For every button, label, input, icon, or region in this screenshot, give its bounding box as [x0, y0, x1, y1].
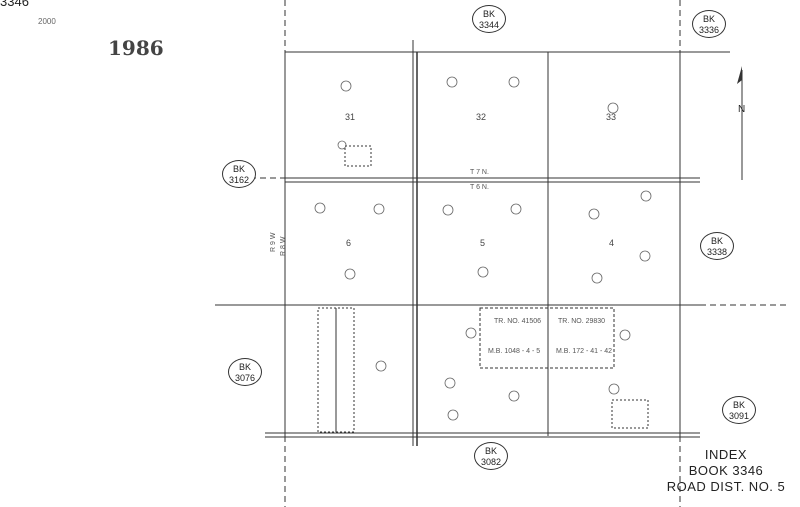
- map-year: 1986: [108, 36, 164, 60]
- date-stamp: 2000: [38, 17, 56, 26]
- index-block: INDEX BOOK 3346 ROAD DIST. NO. 5: [656, 447, 796, 495]
- small-parcel-box: [344, 145, 372, 167]
- north-label: N: [738, 104, 746, 115]
- township-south: T 6 N.: [470, 184, 489, 191]
- section-31: 31: [345, 112, 356, 122]
- section-33: 33: [606, 112, 617, 122]
- index-book: BOOK 3346: [688, 463, 764, 478]
- small-lot-box: [611, 399, 649, 429]
- section-6: 6: [346, 238, 352, 248]
- index-road-district: ROAD DIST. NO. 5: [666, 479, 786, 494]
- township-north: T 7 N.: [470, 169, 489, 176]
- range-east: R 8 W: [280, 236, 287, 256]
- section-32: 32: [476, 112, 487, 122]
- tract-29830: TR. NO. 29830: [558, 318, 606, 325]
- index-title: INDEX: [704, 447, 748, 462]
- map-book-1048: M.B. 1048 - 4 - 5: [488, 348, 541, 355]
- section-4: 4: [609, 238, 615, 248]
- book-number-header: 3346: [0, 0, 29, 9]
- range-west: R 9 W: [270, 232, 277, 252]
- map-book-172: M.B. 172 - 41 - 42: [556, 348, 613, 355]
- section-5: 5: [480, 238, 486, 248]
- tract-41506: TR. NO. 41506: [494, 318, 542, 325]
- tract-box: [479, 307, 615, 369]
